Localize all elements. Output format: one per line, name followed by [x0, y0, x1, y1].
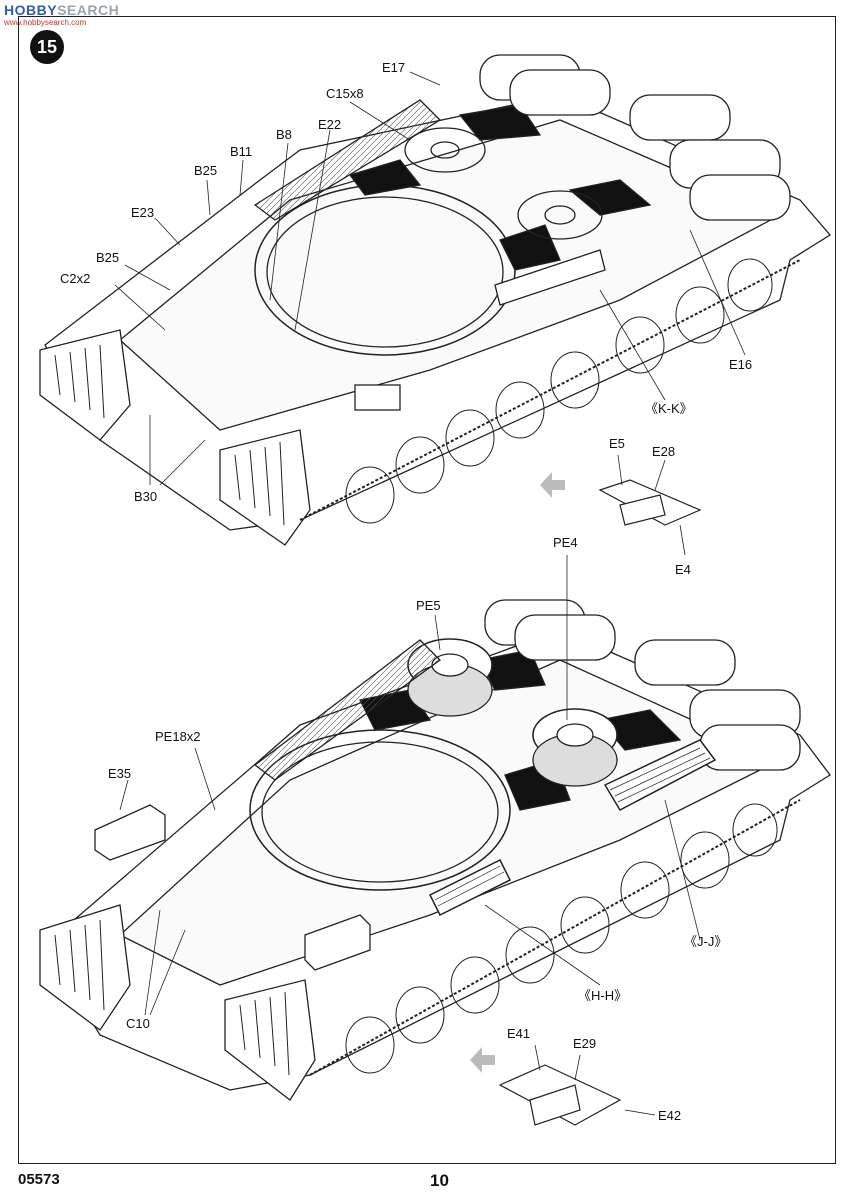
callout-e42: E42: [658, 1108, 682, 1123]
watermark-brand-a: HOBBY: [4, 2, 58, 18]
callout-e23: E23: [131, 205, 155, 220]
callout-e22: E22: [318, 117, 342, 132]
callout-e29: E29: [573, 1036, 597, 1051]
callout-b25-a: B25: [194, 163, 218, 178]
callout-e5: E5: [609, 436, 625, 451]
callout-e41: E41: [507, 1026, 531, 1041]
callout-c10: C10: [126, 1016, 150, 1031]
callout-b25-b: B25: [96, 250, 120, 265]
product-code: 05573: [18, 1171, 60, 1188]
callout-e4: E4: [675, 562, 691, 577]
bottom-subassembly-drawing: [470, 1044, 656, 1126]
watermark-url: www.hobbysearch.com: [4, 18, 87, 27]
arrow-indicator-icon: [540, 472, 565, 498]
callout-b11: B11: [230, 144, 253, 159]
callout-c2x2: C2x2: [60, 271, 91, 286]
watermark-brand-b: SEARCH: [57, 2, 120, 18]
callout-pe4: PE4: [553, 535, 578, 550]
callout-c15x8: C15x8: [326, 86, 364, 101]
top-tank-drawing: [39, 54, 831, 546]
bottom-tank-drawing: [39, 555, 831, 1101]
callout-pe5: PE5: [416, 598, 441, 613]
callout-b30: B30: [134, 489, 158, 504]
callout-pe18x2: PE18x2: [155, 729, 201, 744]
watermark-logo: HOBBYSEARCH: [4, 2, 119, 18]
page-number: 10: [430, 1171, 449, 1190]
callout-b8: B8: [276, 127, 292, 142]
callout-e17: E17: [382, 60, 406, 75]
step-number-badge: 15: [30, 30, 64, 64]
section-k-k: 《K-K》: [645, 401, 693, 416]
section-j-j: 《J-J》: [684, 934, 728, 949]
arrow-indicator-icon: [470, 1047, 495, 1073]
callout-e16: E16: [729, 357, 753, 372]
top-subassembly-drawing: [540, 454, 702, 556]
callout-e28: E28: [652, 444, 676, 459]
callout-e35: E35: [108, 766, 132, 781]
page-frame: [18, 16, 836, 1164]
section-h-h: 《H-H》: [578, 988, 628, 1003]
